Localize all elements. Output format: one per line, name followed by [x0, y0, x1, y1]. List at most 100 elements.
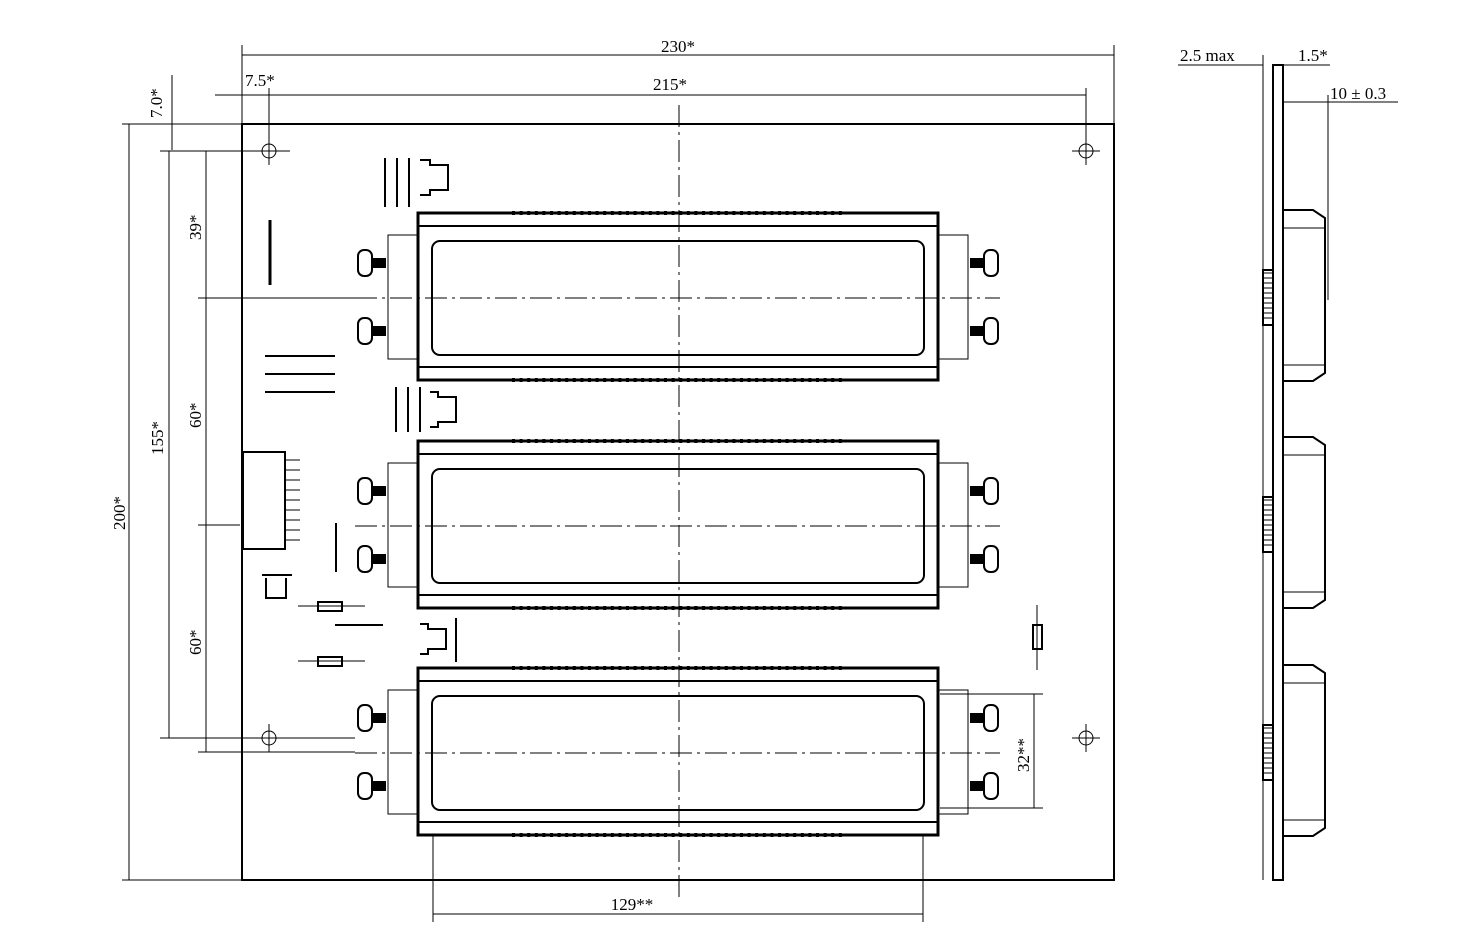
pin — [831, 606, 835, 610]
pin — [816, 211, 819, 215]
pin — [762, 211, 766, 215]
pin — [709, 606, 713, 610]
pin — [709, 666, 713, 670]
pin — [664, 666, 667, 670]
pin — [679, 211, 683, 215]
pin — [709, 439, 713, 443]
pin — [542, 606, 546, 610]
pin — [565, 211, 569, 215]
side-module — [1262, 436, 1326, 609]
pin — [580, 833, 584, 837]
pin — [808, 606, 812, 610]
pin — [770, 833, 774, 837]
pin — [831, 666, 835, 670]
pin — [747, 666, 751, 670]
pin — [610, 378, 614, 382]
pin — [762, 833, 766, 837]
pin — [565, 606, 569, 610]
pin — [838, 606, 842, 610]
terminal-clip — [357, 477, 373, 505]
pin — [709, 378, 713, 382]
pin — [823, 833, 827, 837]
pin — [702, 211, 705, 215]
pin — [588, 378, 591, 382]
dim-hole-offset-y: 7.0* — [147, 88, 166, 118]
pin — [626, 606, 629, 610]
pin — [618, 833, 622, 837]
pin — [527, 833, 531, 837]
pin — [679, 378, 683, 382]
pin — [694, 666, 698, 670]
connector — [242, 451, 300, 550]
pin — [580, 606, 584, 610]
pin — [572, 666, 576, 670]
pin — [580, 439, 584, 443]
terminal-clip — [357, 772, 373, 800]
pin — [778, 666, 781, 670]
pin — [740, 211, 743, 215]
pin — [557, 378, 561, 382]
components — [242, 158, 1043, 670]
pin — [595, 666, 599, 670]
pin — [603, 833, 607, 837]
pin — [550, 211, 553, 215]
pin — [664, 833, 667, 837]
pin — [762, 378, 766, 382]
dim-module-height: 10 ± 0.3 — [1330, 84, 1386, 103]
pin — [534, 606, 538, 610]
dim-hole-spacing-x: 215* — [653, 75, 687, 94]
pin — [694, 378, 698, 382]
resistor-1 — [298, 601, 365, 612]
pin — [648, 211, 652, 215]
pin — [603, 666, 607, 670]
dim-window-height: 32** — [1014, 738, 1033, 772]
resistor-3 — [1032, 605, 1043, 670]
pin — [648, 378, 652, 382]
pin — [755, 439, 759, 443]
pin — [793, 833, 797, 837]
display-module — [355, 211, 1000, 382]
pin — [679, 833, 683, 837]
pin — [717, 378, 721, 382]
dim-board-width: 230* — [661, 37, 695, 56]
pin — [572, 211, 576, 215]
resistor-2 — [298, 656, 365, 667]
display-module — [355, 666, 1000, 837]
pin — [770, 666, 774, 670]
pin — [800, 666, 804, 670]
pin — [740, 833, 743, 837]
pin — [572, 833, 576, 837]
pin — [831, 833, 835, 837]
pin — [626, 378, 629, 382]
pin — [519, 439, 523, 443]
pin — [534, 666, 538, 670]
board-outline — [241, 123, 1115, 881]
pin — [793, 439, 797, 443]
pin — [816, 439, 819, 443]
pin — [778, 833, 781, 837]
pin — [595, 606, 599, 610]
pin — [664, 378, 667, 382]
pin — [755, 606, 759, 610]
pin — [610, 666, 614, 670]
pin — [778, 439, 781, 443]
pin — [724, 606, 728, 610]
pin — [793, 666, 797, 670]
pin — [618, 666, 622, 670]
pin — [626, 833, 629, 837]
pin — [610, 439, 614, 443]
terminal-clip — [983, 249, 999, 277]
pin — [732, 606, 736, 610]
pin — [679, 439, 683, 443]
pin — [686, 439, 690, 443]
pin — [732, 666, 736, 670]
pin — [770, 606, 774, 610]
pin — [785, 378, 789, 382]
pin — [550, 378, 553, 382]
dim-hole-offset-x: 7.5* — [245, 71, 275, 90]
pin — [512, 439, 515, 443]
pin — [550, 833, 553, 837]
pin — [808, 833, 812, 837]
pin — [785, 606, 789, 610]
